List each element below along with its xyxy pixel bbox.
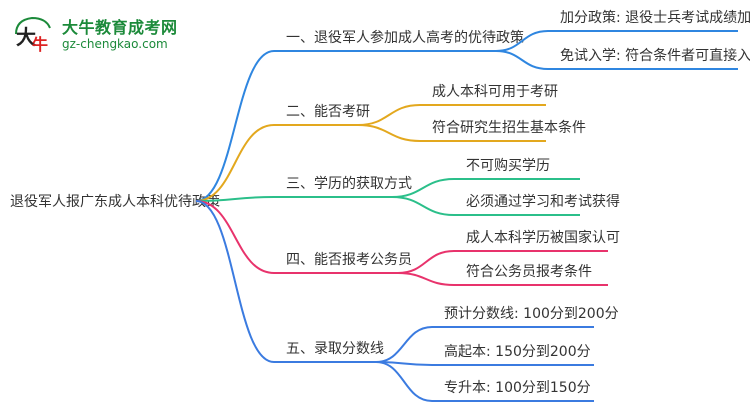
leaf-topic: 加分政策: 退役士兵考试成绩加10分 (560, 9, 750, 26)
branch-connector (195, 196, 275, 202)
leaf-connector (357, 104, 421, 126)
logo-title: 大牛教育成考网 (62, 18, 178, 37)
leaf-connector (375, 326, 433, 363)
logo-url: gz-chengkao.com (62, 37, 168, 51)
leaf-connector (391, 196, 455, 216)
branch-topic: 一、退役军人参加成人高考的优待政策 (286, 29, 524, 46)
leaf-topic: 不可购买学历 (466, 158, 550, 174)
root-topic: 退役军人报广东成人本科优待政策 (10, 193, 220, 210)
leaf-topic: 专升本: 100分到150分 (444, 380, 591, 396)
ox-logo-icon: 大 牛 (15, 16, 51, 54)
leaf-topic: 符合研究生招生基本条件 (432, 119, 586, 136)
leaf-connector (375, 361, 433, 402)
leaf-topic: 高起本: 150分到200分 (444, 343, 591, 360)
svg-text:牛: 牛 (32, 35, 48, 54)
branch-connector (195, 50, 275, 202)
leaf-connector (397, 272, 455, 286)
branch-topic: 四、能否报考公务员 (286, 252, 412, 268)
leaf-topic: 免试入学: 符合条件者可直接入学 (560, 47, 750, 64)
leaf-topic: 预计分数线: 100分到200分 (444, 306, 619, 322)
branch-connector (195, 124, 275, 202)
leaf-connector (357, 124, 421, 142)
branch-topic: 五、录取分数线 (286, 341, 384, 357)
branch-topic: 三、学历的获取方式 (286, 176, 412, 192)
site-logo[interactable]: 大 牛 大牛教育成考网 gz-chengkao.com (6, 10, 196, 60)
svg-text:大: 大 (16, 25, 36, 49)
leaf-topic: 必须通过学习和考试获得 (466, 193, 620, 210)
branch-connector (195, 200, 275, 363)
leaf-connector (495, 50, 549, 70)
branch-topic: 二、能否考研 (286, 104, 370, 120)
leaf-topic: 成人本科学历被国家认可 (466, 229, 620, 246)
branch-connector (195, 200, 275, 274)
leaf-topic: 成人本科可用于考研 (432, 84, 558, 100)
leaf-topic: 符合公务员报考条件 (466, 263, 592, 280)
